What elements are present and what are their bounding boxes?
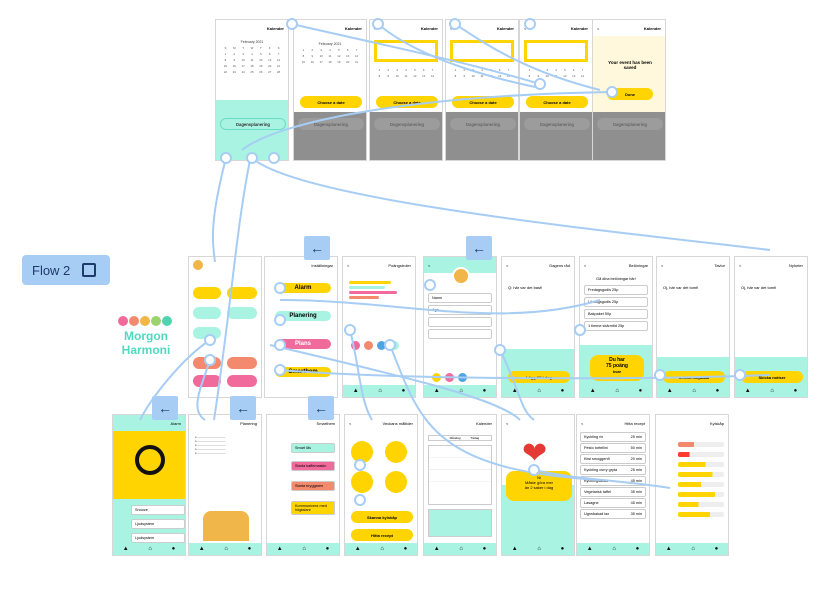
planering-screen: Planering ● ——————————● ——————————● ————… [188,414,262,556]
veckans-screen: <Veckans måltider Skanna kylskåp Hitta r… [344,414,418,556]
done-button[interactable]: Done [607,88,653,100]
score-card: Du har 75 poäng kvar [590,355,644,381]
mood-faces-icon [118,316,176,326]
family-illustration [203,511,249,541]
calendar-month: February 2021 [240,40,264,44]
play-icon [82,263,97,277]
dagens-rad-screen: <Dagens råd Q: här var det bast! Lägg ti… [501,256,575,398]
smarthem-screen: Smarthem Smart lås Starta kaffemaskin St… [266,414,340,556]
skicka-inbjudan-button[interactable]: Skicka inbjudan [663,371,725,383]
menu-smarthem[interactable]: Smarthem [275,367,331,377]
event-saved-text: Your event has been saved [608,60,652,70]
brand-line2: Harmoni [121,343,171,357]
alarm-clock-icon [135,445,165,475]
brand-logo: Morgon Harmoni [116,316,176,362]
flow-label[interactable]: Flow 2 [22,255,110,285]
back-arrow-2[interactable]: ← [466,236,492,260]
calendar-screen-6: <Kalender Your event has been saved Done… [592,19,666,161]
hitta-recept-button[interactable]: Hitta recept [351,529,413,541]
nyheter-screen: <Nyheter Oj, här var det tomt! Skicka no… [734,256,808,398]
profile-screen: < Namn Age ▲⌂● [423,256,497,398]
menu-plans[interactable]: Plans [275,339,331,349]
menu-screen [188,256,262,398]
calendar-title: Kalender [266,25,284,31]
heart-icon: ❤ [522,437,548,470]
choose-date-button[interactable]: Choose a date [300,96,362,108]
heart-screen: < ❤ Ni Måste göra mer än 2 saker i dag ▲… [501,414,575,556]
skanna-kylskap-button[interactable]: Skanna kylskåp [351,511,413,523]
installningar-screen: Inställningar Alarm Planering Plans Smar… [264,256,338,398]
menu-planering[interactable]: Planering [275,311,331,321]
lagg-till-button[interactable]: Lägg till i dag [508,371,570,383]
avatar [452,267,470,285]
brand-line1: Morgon [124,329,168,343]
kylskap-screen: Kylskåp ▲⌂● [655,414,729,556]
back-arrow-3[interactable]: ← [152,396,178,420]
flow-label-text: Flow 2 [32,262,71,278]
poangstroler-screen: <Poängstroler ▲⌂● [342,256,416,398]
back-arrow-4[interactable]: ← [230,396,256,420]
dagens-planering-button[interactable]: Dagensplanering [220,118,286,130]
back-arrow-1[interactable]: ← [304,236,330,260]
belon-screen: <Belöningar Gå dina belöningar här! Fred… [579,256,653,398]
alarm-screen: Alarm Snooze Ljudsystem Ljudsystem ▲⌂● [112,414,186,556]
skicka-notiser-button[interactable]: Skicka notiser [741,371,803,383]
back-arrow-5[interactable]: ← [308,396,334,420]
menu-alarm[interactable]: Alarm [275,283,331,293]
tavlor-screen: <Tavlor Oj, här var det tomt! Skicka inb… [656,256,730,398]
